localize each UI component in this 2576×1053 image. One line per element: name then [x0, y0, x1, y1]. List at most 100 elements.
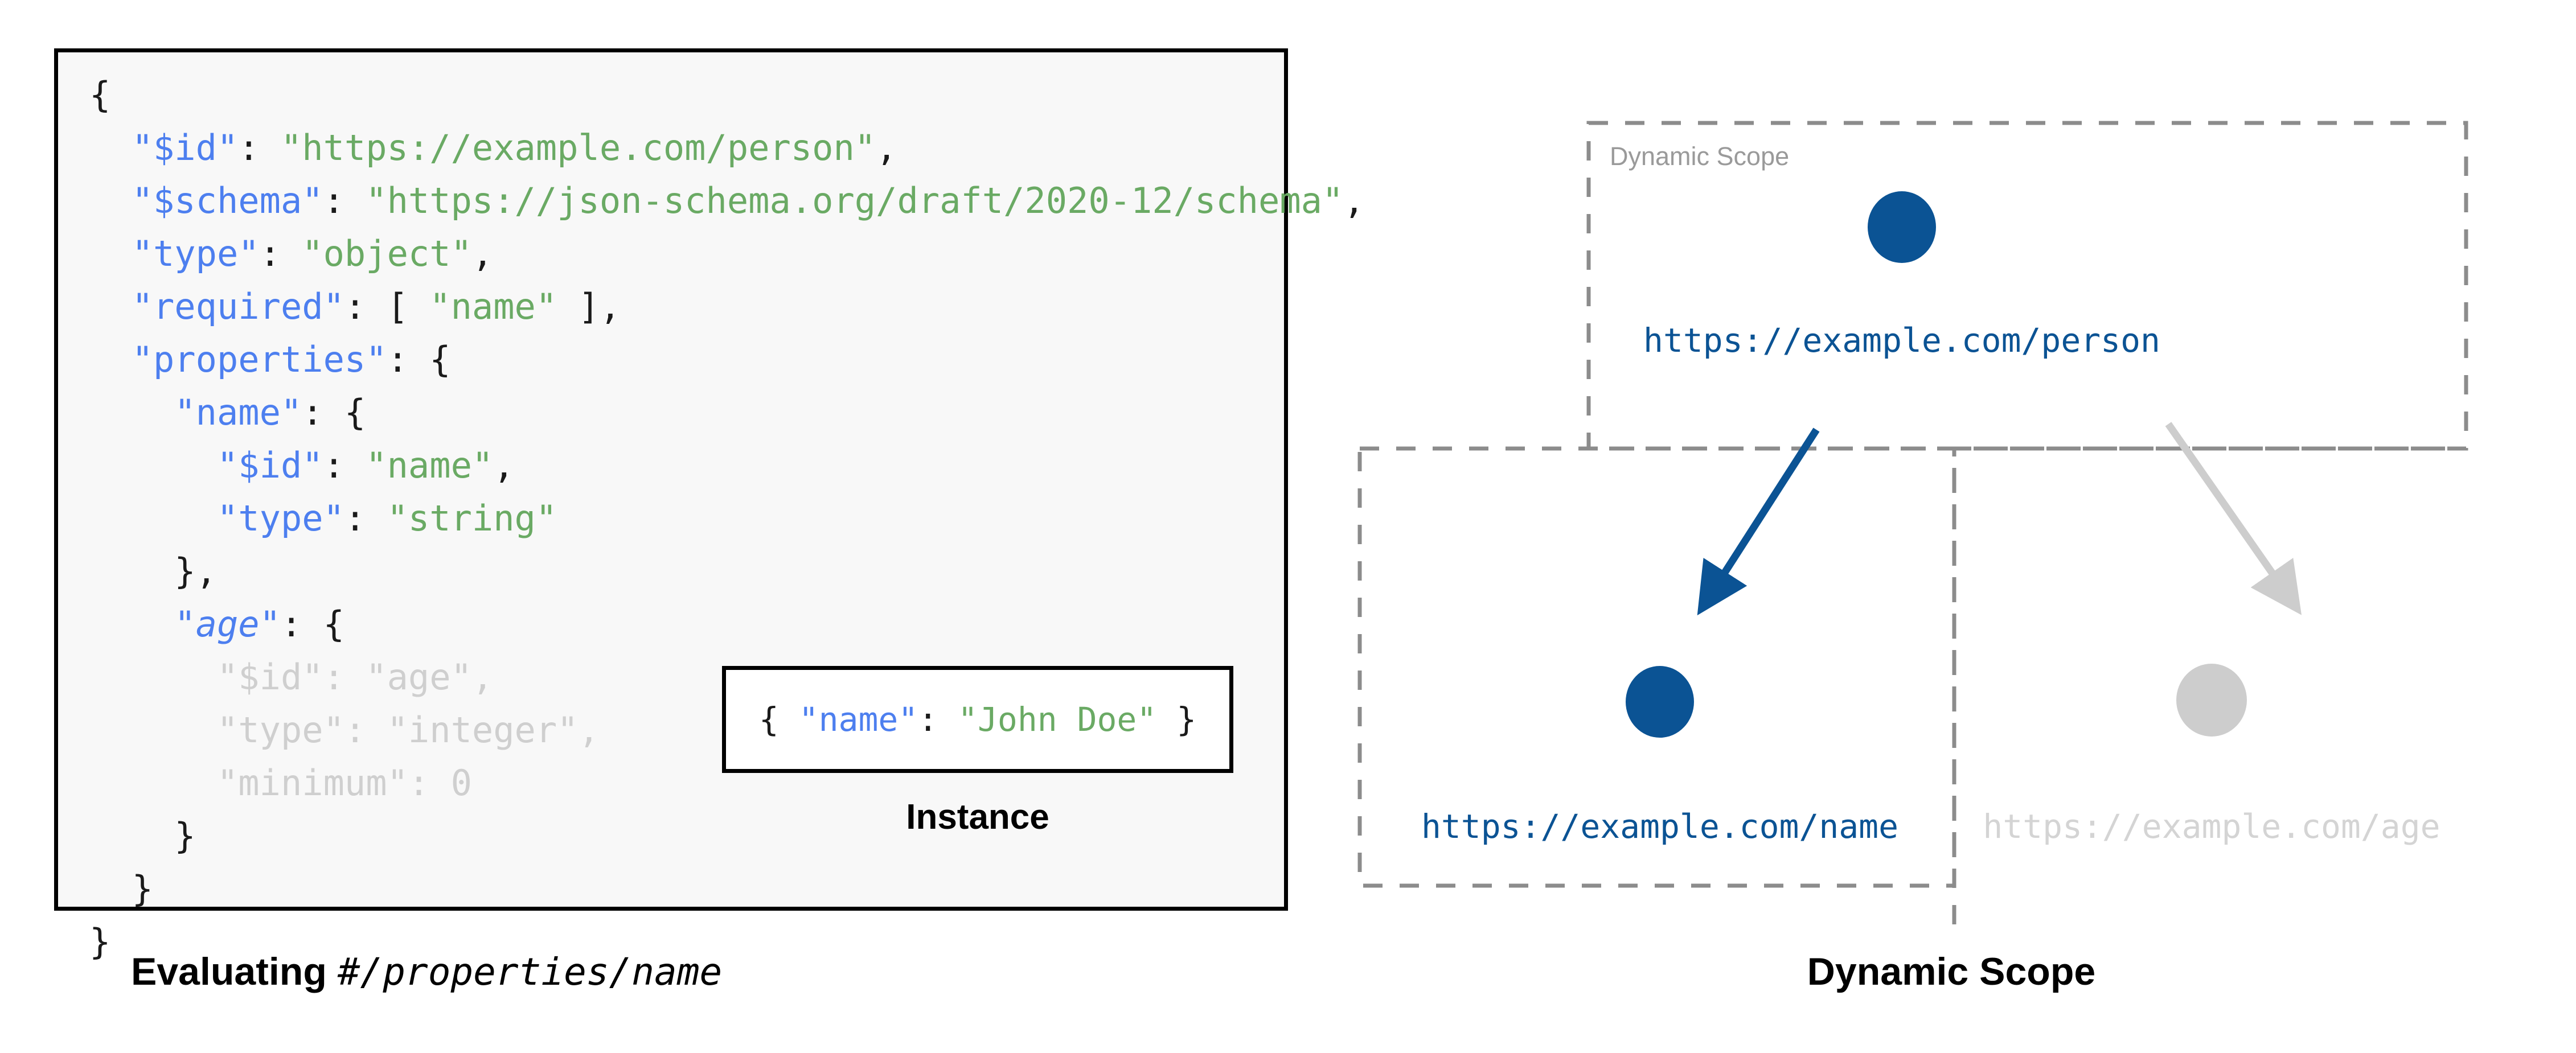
code-token: },	[89, 550, 217, 592]
node-label-age: https://example.com/age	[1983, 807, 2440, 846]
code-token: :	[323, 656, 366, 698]
scope-box-person	[1586, 121, 2468, 451]
code-token: :	[323, 445, 366, 486]
code-token: "type"	[216, 497, 344, 539]
code-token	[89, 603, 174, 645]
code-token: "name"	[174, 392, 302, 433]
instance-label: Instance	[906, 797, 1049, 837]
code-token: ,	[876, 127, 897, 168]
instance-json: { "name": "John Doe" }	[759, 700, 1196, 739]
code-token	[89, 762, 217, 804]
scope-box-age	[1952, 446, 2466, 924]
code-token: "type"	[132, 233, 260, 274]
code-token	[89, 445, 217, 486]
code-token	[89, 339, 132, 380]
code-token: "integer"	[387, 709, 579, 751]
code-line: "type": "integer",	[89, 704, 1365, 756]
code-token	[89, 709, 217, 751]
code-token	[89, 497, 217, 539]
code-token: "required"	[132, 286, 344, 327]
code-token: : {	[280, 603, 344, 645]
code-line: "properties": {	[89, 333, 1365, 386]
edge-person-to-name	[1697, 427, 1820, 616]
instance-box: { "name": "John Doe" }	[722, 666, 1233, 773]
code-token: {	[758, 700, 799, 739]
code-token: :	[344, 709, 387, 751]
code-line: "type": "string"	[89, 492, 1365, 545]
code-line: }	[89, 809, 1365, 862]
code-token: :	[344, 497, 387, 539]
code-line: "name": {	[89, 386, 1365, 439]
code-line: "$schema": "https://json-schema.org/draf…	[89, 174, 1365, 227]
code-token	[89, 127, 132, 168]
node-label-person: https://example.com/person	[1643, 321, 2160, 360]
node-circle-age[interactable]	[2176, 664, 2247, 737]
code-token: "$id"	[216, 656, 323, 698]
code-token: ,	[493, 445, 515, 486]
code-token: :	[408, 762, 451, 804]
code-line: "$id": "name",	[89, 439, 1365, 492]
code-token: }	[89, 868, 153, 910]
code-token: "$schema"	[132, 180, 323, 221]
scope-label: Dynamic Scope	[1610, 142, 1789, 171]
code-token: "John Doe"	[958, 700, 1157, 739]
code-token: {	[89, 74, 111, 116]
code-token: "name"	[429, 286, 557, 327]
code-token: "name"	[798, 700, 918, 739]
code-token: ,	[471, 233, 494, 274]
json-schema-code: { "$id": "https://example.com/person", "…	[89, 68, 1365, 968]
code-token: ,	[471, 656, 494, 698]
code-token	[89, 180, 132, 221]
left-caption-bold: Evaluating	[131, 950, 338, 993]
code-line: "$id": "https://example.com/person",	[89, 121, 1365, 174]
left-caption: Evaluating #/properties/name	[54, 949, 1288, 994]
right-caption: Dynamic Scope	[1807, 950, 2096, 993]
code-line: "age": {	[89, 598, 1365, 651]
node-circle-person[interactable]	[1868, 191, 1936, 263]
code-line: }	[89, 915, 1365, 968]
code-token: :	[323, 180, 366, 221]
code-token: "type"	[216, 709, 344, 751]
code-token: "properties"	[132, 339, 387, 380]
code-token: : {	[387, 339, 451, 380]
code-token	[89, 233, 132, 274]
code-token: :	[238, 127, 281, 168]
code-line: "type": "object",	[89, 227, 1365, 280]
code-line: }	[89, 862, 1365, 915]
node-label-name: https://example.com/name	[1421, 807, 1898, 846]
code-line: {	[89, 68, 1365, 121]
code-token: :	[259, 233, 302, 274]
code-token: : {	[302, 392, 366, 433]
schema-panel: { "$id": "https://example.com/person", "…	[54, 48, 1365, 962]
code-token: : [	[344, 286, 430, 327]
code-token: "$id"	[132, 127, 239, 168]
code-line: },	[89, 545, 1365, 598]
code-token: "$id"	[216, 445, 323, 486]
code-token: 0	[450, 762, 472, 804]
code-token: ],	[557, 286, 621, 327]
edge-person-to-age	[2165, 422, 2302, 615]
code-line: "$id": "age",	[89, 651, 1365, 704]
node-circle-name[interactable]	[1626, 666, 1694, 738]
code-line: "minimum": 0	[89, 756, 1365, 809]
code-token: "minimum"	[216, 762, 408, 804]
diagram-canvas: Dynamic Scope https://example.com/person…	[1357, 121, 2468, 924]
code-token: }	[89, 921, 111, 962]
code-token: }	[1156, 700, 1197, 739]
code-token: "age"	[174, 603, 281, 645]
code-token	[89, 286, 132, 327]
code-token: "name"	[366, 445, 494, 486]
code-token: "https://json-schema.org/draft/2020-12/s…	[366, 180, 1344, 221]
code-token: "https://example.com/person"	[280, 127, 876, 168]
code-token: "age"	[366, 656, 472, 698]
dynamic-scope-diagram: Dynamic Scope https://example.com/person…	[1327, 0, 2576, 1053]
code-token: "object"	[302, 233, 472, 274]
code-token: :	[918, 700, 958, 739]
code-token: "string"	[387, 497, 557, 539]
code-token: ,	[1343, 180, 1365, 221]
left-caption-pointer: #/properties/name	[337, 950, 723, 994]
code-token: ,	[578, 709, 600, 751]
code-token: }	[89, 815, 196, 857]
code-token	[89, 656, 217, 698]
code-line: "required": [ "name" ],	[89, 280, 1365, 333]
